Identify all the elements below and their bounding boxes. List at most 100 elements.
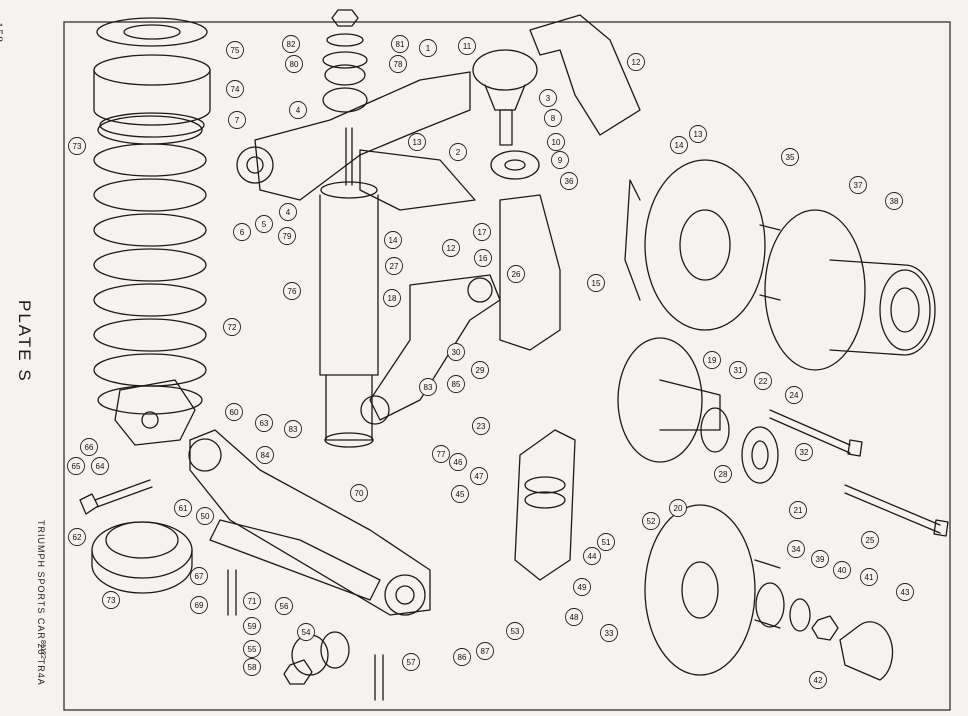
callout-8: 8 [544,109,562,127]
callout-label: 85 [452,380,461,389]
callout-label: 83 [289,425,298,434]
callout-circle [384,231,402,249]
callout-label: 49 [578,583,587,592]
callout-circle [284,420,302,438]
callout-label: 11 [463,42,472,51]
callout-71: 71 [243,592,261,610]
callout-9: 9 [551,151,569,169]
callout-circle [442,239,460,257]
callout-label: 38 [890,197,899,206]
callout-83: 83 [284,420,302,438]
upper-ball-joint-part [472,49,540,180]
callout-label: 82 [287,40,296,49]
callout-circle [600,624,618,642]
callout-27: 27 [385,257,403,275]
callout-label: 20 [674,504,683,513]
callout-circle [583,547,601,565]
frame-border [63,21,951,711]
bolt-62-part [79,479,153,515]
callout-label: 86 [458,653,467,662]
callout-19: 19 [703,351,721,369]
callout-43: 43 [896,583,914,601]
callout-12: 12 [627,53,645,71]
callout-circle [833,561,851,579]
callout-circle [174,499,192,517]
callout-circle [196,507,214,525]
callout-41: 41 [860,568,878,586]
callout-84: 84 [256,446,274,464]
callout-circle [285,55,303,73]
callout-label: 29 [476,366,485,375]
callout-circle [279,203,297,221]
callout-label: 57 [407,658,416,667]
callout-label: 42 [814,676,823,685]
callout-label: 34 [792,545,801,554]
callout-label: 78 [394,60,403,69]
callout-label: 74 [231,85,240,94]
callout-56: 56 [275,597,293,615]
callout-circle [565,608,583,626]
callout-66: 66 [80,438,98,456]
callout-circle [255,215,273,233]
callout-circle [587,274,605,292]
vertical-link-part [499,194,561,351]
front-hub-part [624,159,781,331]
lower-wishbone-part [188,429,431,616]
callout-83: 83 [419,378,437,396]
callout-16: 16 [474,249,492,267]
callout-label: 25 [866,536,875,545]
callout-circle [350,484,368,502]
callout-4: 4 [289,101,307,119]
callout-circle [669,499,687,517]
callout-78: 78 [389,55,407,73]
callout-circle [539,89,557,107]
callout-circle [278,227,296,245]
callout-label: 12 [632,58,641,67]
callout-17: 17 [473,223,491,241]
callout-label: 27 [390,262,399,271]
callout-74: 74 [226,80,244,98]
callout-44: 44 [583,547,601,565]
callout-label: 54 [302,628,311,637]
callout-circle [190,596,208,614]
callout-label: 36 [565,177,574,186]
callout-label: 46 [454,458,463,467]
callout-circle [80,438,98,456]
callout-13: 13 [689,125,707,143]
callout-75: 75 [226,41,244,59]
callout-50: 50 [196,507,214,525]
callout-69: 69 [190,596,208,614]
callout-label: 9 [558,156,563,165]
callout-40: 40 [833,561,851,579]
callout-label: 44 [588,552,597,561]
callout-circle [506,622,524,640]
hub-bearing-stack-part [755,582,894,681]
callout-58: 58 [243,658,261,676]
callout-circle [551,151,569,169]
callout-circle [289,101,307,119]
callout-label: 8 [551,114,556,123]
callout-label: 63 [260,419,269,428]
spring-bracket-part [114,379,196,446]
callout-label: 15 [592,279,601,288]
callout-circle [785,386,803,404]
callout-label: 66 [85,443,94,452]
callout-circle [714,465,732,483]
callout-79: 79 [278,227,296,245]
wheel-bearing-part [741,426,779,484]
callout-73: 73 [68,137,86,155]
callout-circle [243,617,261,635]
callout-label: 84 [261,451,270,460]
callout-circle [243,592,261,610]
callout-circle [419,378,437,396]
callout-62: 62 [68,528,86,546]
callout-label: 21 [794,506,803,515]
callout-label: 53 [511,627,520,636]
wheel-adaptor-part [764,209,936,371]
callout-label: 45 [456,490,465,499]
callout-87: 87 [476,642,494,660]
lower-link-arm-part [360,274,501,425]
callout-circle [102,591,120,609]
callout-label: 13 [413,138,422,147]
